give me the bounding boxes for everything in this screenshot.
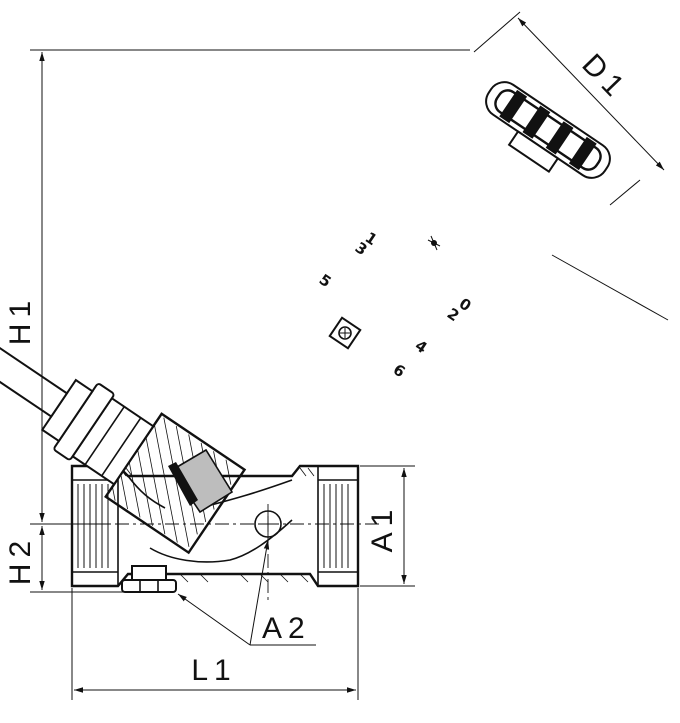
a2-label: A2: [262, 612, 311, 645]
drain-plug: [121, 565, 177, 593]
scale-mark-6: 6: [390, 360, 409, 381]
dimension-h2: H2: [4, 526, 125, 593]
d1-label: D1: [575, 48, 634, 107]
l1-label: L1: [191, 654, 236, 687]
scale-mark-3: 3: [352, 238, 371, 259]
dimension-a2: A2: [177, 539, 316, 646]
dimension-h1: H1: [4, 49, 470, 525]
h1-label: H1: [4, 295, 37, 345]
a1-label: A1: [366, 504, 399, 553]
h2-label: H2: [4, 535, 37, 585]
scale-mark-2: 2: [444, 304, 463, 325]
lock-screw-icon: [328, 316, 362, 350]
position-scale: 1 3 5 0 2 4 6: [316, 228, 475, 381]
scale-mark-4: 4: [412, 336, 431, 357]
scale-mark-5: 5: [316, 270, 335, 291]
dimension-l1: L1: [71, 588, 359, 700]
valve-disc: [168, 448, 234, 514]
handwheel: [485, 81, 611, 179]
valve-bonnet: [0, 319, 247, 555]
dimension-a1: A1: [360, 465, 415, 587]
